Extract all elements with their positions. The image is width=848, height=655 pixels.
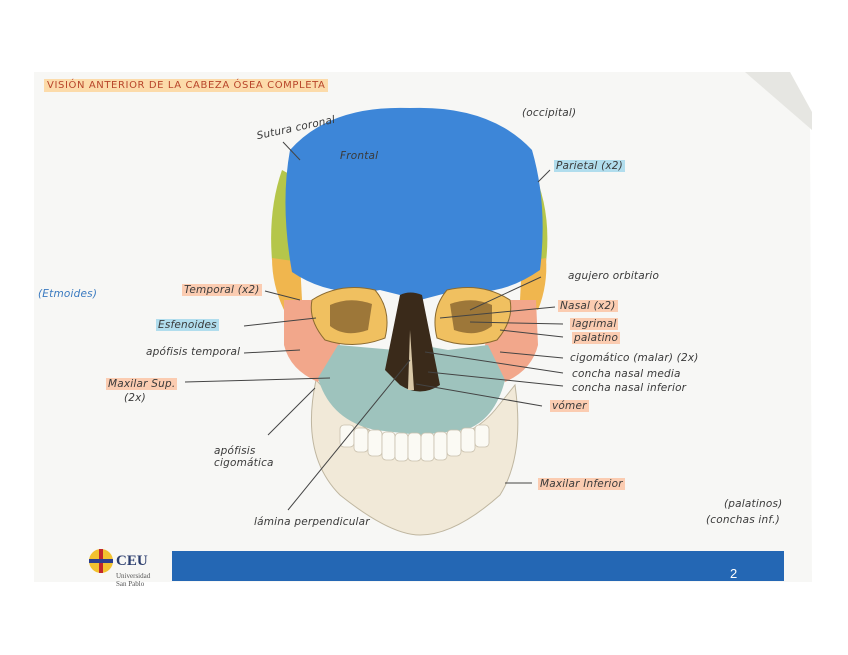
ceu-logo-icon <box>89 549 113 573</box>
label-maxilar-sup: Maxilar Sup. <box>106 378 178 390</box>
label-agujero-orbitario: agujero orbitario <box>568 270 660 282</box>
label-palatinos: (palatinos) <box>724 498 783 510</box>
label-frontal: Frontal <box>340 150 379 162</box>
page-title: VISIÓN ANTERIOR DE LA CABEZA ÓSEA COMPLE… <box>44 79 329 92</box>
label-concha-inferior: concha nasal inferior <box>572 382 687 394</box>
vomer <box>408 330 414 390</box>
page-number: 2 <box>730 566 738 581</box>
label-cigomatico: cigomático (malar) (2x) <box>570 352 699 364</box>
label-maxilar-sup-count: (2x) <box>124 392 146 404</box>
logo-subtitle-line-2: San Pablo <box>116 580 145 588</box>
label-esfenoides: Esfenoides <box>156 319 219 331</box>
label-apofisis-cigomatica: apófisis cigomática <box>214 445 274 469</box>
label-maxilar-inferior: Maxilar Inferior <box>538 478 625 490</box>
logo-text: CEU <box>116 553 148 569</box>
label-parietal: Parietal (x2) <box>554 160 625 172</box>
logo-subtitle-line-1: Universidad <box>116 572 151 580</box>
label-apofisis-temporal: apófisis temporal <box>146 346 241 358</box>
nasal-cavity <box>385 292 440 392</box>
label-conchas: (conchas inf.) <box>706 514 780 526</box>
label-etmoides: (Etmoides) <box>38 288 98 300</box>
label-vomer: vómer <box>550 400 589 412</box>
label-occipital: (occipital) <box>522 107 577 119</box>
frontal-bone <box>285 107 543 300</box>
label-lamina-perpendicular: lámina perpendicular <box>254 516 370 528</box>
leader-lines <box>184 141 564 511</box>
label-concha-media: concha nasal media <box>572 368 681 380</box>
label-palatino: palatino <box>572 332 621 344</box>
label-nasal: Nasal (x2) <box>558 300 618 312</box>
label-temporal: Temporal (x2) <box>182 284 262 296</box>
footer-bar <box>172 551 784 581</box>
label-lagrimal: lagrimal <box>570 318 619 330</box>
logo-subtitle: Universidad San Pablo <box>116 572 150 588</box>
teeth <box>339 424 490 462</box>
